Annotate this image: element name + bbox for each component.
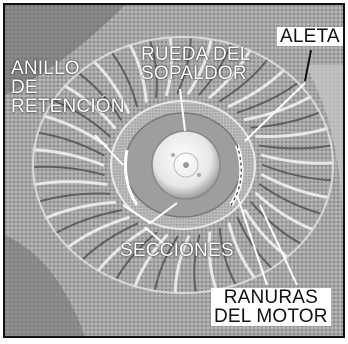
- fin: [32, 148, 105, 167]
- leader-aleta-2: [244, 82, 306, 142]
- label-blower-wheel: RUEDA DEL SOPALDOR: [141, 45, 251, 83]
- fin: [243, 95, 312, 122]
- label-motor-slots-line-1: RANURAS: [223, 287, 319, 308]
- fin: [254, 127, 329, 139]
- fin: [193, 234, 201, 293]
- fin: [66, 216, 130, 249]
- fin: [93, 60, 130, 114]
- housing-shadow-bottom: [5, 235, 85, 336]
- blower-illustration: [5, 5, 343, 336]
- fin: [32, 165, 105, 176]
- leader-ranuras-1: [236, 194, 268, 286]
- leader-anillo: [94, 134, 124, 166]
- fin: [198, 43, 232, 96]
- fin: [77, 72, 122, 121]
- label-retaining-ring-line-2: DE: [11, 77, 38, 98]
- fin: [38, 192, 111, 203]
- label-sections: SECCIONES: [120, 240, 234, 261]
- hub-bolt: [197, 173, 201, 177]
- leader-ranuras-2: [259, 204, 298, 286]
- leader-secciones-2: [144, 226, 166, 246]
- label-retaining-ring-line-3: RETENCIÓN: [11, 96, 125, 117]
- motor-slot-1-detail: [230, 144, 242, 206]
- fin: [128, 44, 148, 103]
- fin: [218, 58, 269, 103]
- fin: [44, 200, 117, 220]
- fin: [260, 173, 330, 199]
- leader-secciones: [122, 202, 178, 225]
- label-retaining-ring: ANILLO DE RETENCIÓN: [11, 59, 131, 116]
- fin: [63, 84, 117, 130]
- fin: [227, 68, 286, 108]
- fin: [254, 192, 314, 231]
- fin: [207, 231, 218, 291]
- hub-center: [183, 162, 189, 168]
- fin: [236, 81, 299, 114]
- label-blower-wheel-line-2: SOPALDOR: [141, 63, 247, 84]
- fin: [208, 49, 252, 99]
- fin: [55, 209, 122, 234]
- fin: [227, 222, 256, 279]
- leader-rueda: [179, 88, 186, 132]
- fin: [115, 231, 158, 281]
- fin: [260, 153, 335, 165]
- housing-light-right: [305, 65, 343, 235]
- fin: [262, 164, 333, 182]
- label-fin: ALETA: [277, 27, 343, 46]
- fin: [153, 235, 179, 292]
- blower-wheel: [32, 36, 335, 294]
- fin: [218, 227, 237, 286]
- housing-shadow-top: [5, 5, 125, 95]
- fin: [149, 39, 158, 99]
- motor-slot-2: [123, 149, 139, 206]
- fin: [176, 36, 192, 95]
- label-blower-wheel-line-1: RUEDA DEL: [141, 44, 251, 65]
- fin: [81, 222, 138, 261]
- wheel-rim: [32, 36, 334, 294]
- fin: [97, 227, 148, 272]
- fin: [165, 36, 174, 96]
- fin: [236, 216, 273, 269]
- fin: [133, 234, 169, 288]
- fin: [52, 99, 111, 138]
- label-retaining-ring-line-1: ANILLO: [11, 58, 80, 79]
- leader-aleta: [304, 49, 312, 82]
- fin: [36, 131, 105, 157]
- hub-center-ring: [173, 152, 199, 178]
- fin: [173, 235, 190, 294]
- fin: [259, 183, 323, 215]
- fin: [259, 144, 333, 150]
- fin: [33, 180, 108, 186]
- fin: [187, 38, 213, 95]
- hub-bolt: [171, 153, 175, 157]
- label-motor-slots-line-2: DEL MOTOR: [214, 306, 328, 327]
- fin: [110, 51, 138, 108]
- label-motor-slots: RANURAS DEL MOTOR: [211, 288, 331, 326]
- fin: [250, 201, 302, 245]
- blower-wheel-diagram: ANILLO DE RETENCIÓN RUEDA DEL SOPALDOR A…: [3, 3, 345, 338]
